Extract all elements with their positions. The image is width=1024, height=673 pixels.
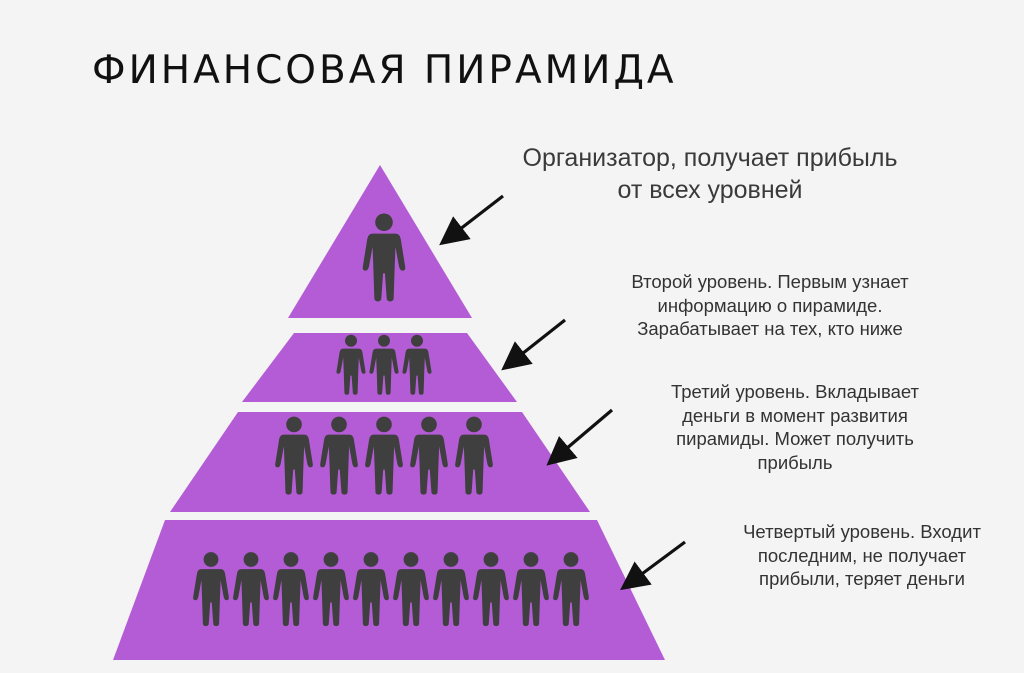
tier-3-label-line: прибыль <box>757 452 833 474</box>
page-title: ФИНАНСОВАЯ ПИРАМИДА <box>92 48 677 94</box>
arrow-icon <box>439 194 504 246</box>
tier-4-label: Четвертый уровень. Входит последним, не … <box>712 520 1012 591</box>
arrow-icon <box>501 318 566 371</box>
tier-2-label-line: Второй уровень. Первым узнает <box>631 271 909 292</box>
arrow-icon <box>620 540 686 591</box>
tier-1-label-line: Организатор, получает прибыль <box>522 144 898 172</box>
tier-1-label-line: от всех уровней <box>617 176 803 204</box>
arrow-icon <box>546 408 614 466</box>
tier-3-label-line: пирамиды. Может получить <box>676 428 914 450</box>
tier-3-label-line: Третий уровень. Вкладывает <box>670 381 920 402</box>
tier-2-label-line: Зарабатывает на тех, кто ниже <box>637 318 903 340</box>
tier-2-label: Второй уровень. Первым узнает информацию… <box>585 270 955 341</box>
tier-2-label-line: информацию о пирамиде. <box>657 294 883 316</box>
tier-4-label-line: Четвертый уровень. Входит <box>743 521 981 542</box>
tier-3-label: Третий уровень. Вкладывает деньги в моме… <box>630 380 960 475</box>
tier-4-label-line: последним, не получает <box>757 544 967 566</box>
tier-1-label: Организатор, получает прибыль от всех ур… <box>470 142 950 206</box>
tier-3-label-line: деньги в момент развития <box>682 404 908 426</box>
tier-4-label-line: прибыли, теряет деньги <box>759 568 965 590</box>
